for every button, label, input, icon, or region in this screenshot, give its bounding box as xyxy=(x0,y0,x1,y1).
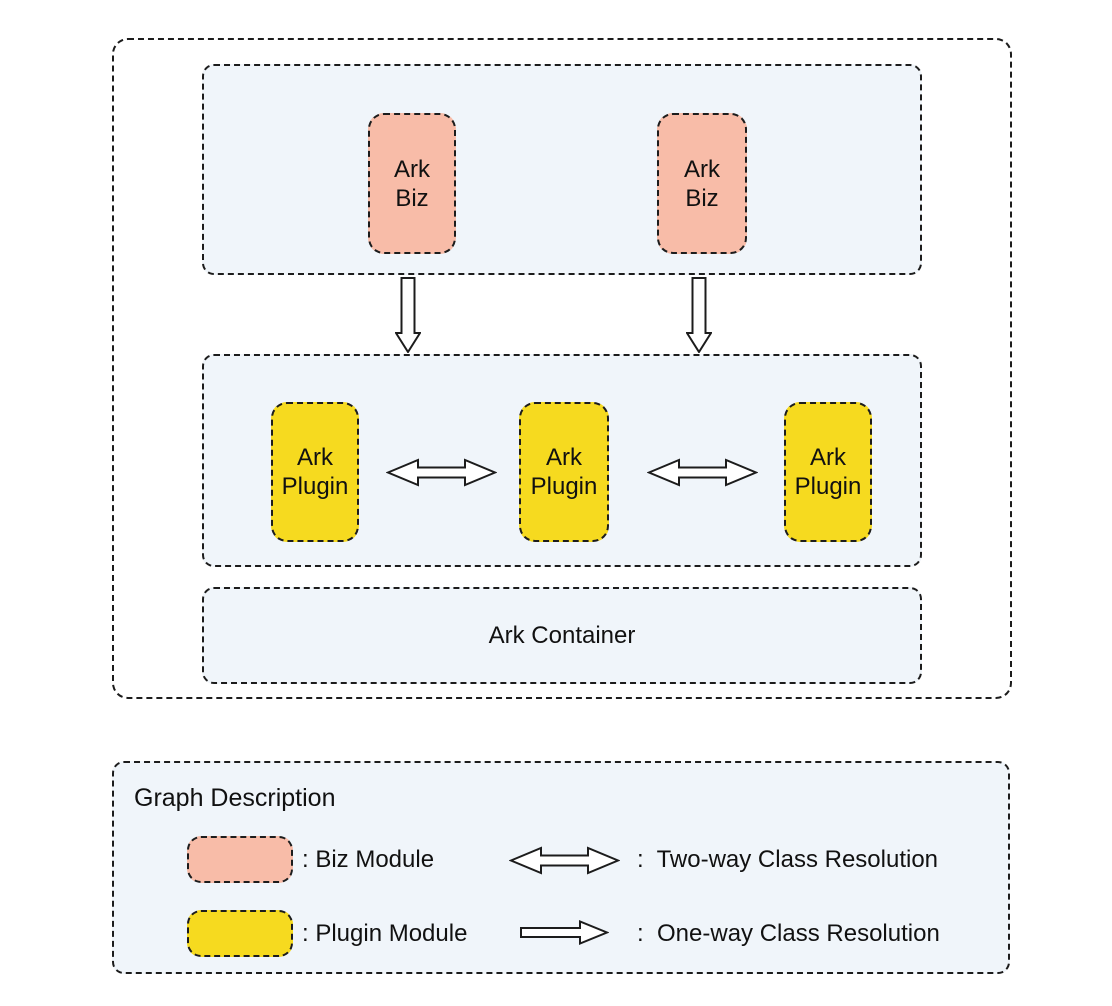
ark-outer-frame: Ark Biz Ark Biz Ark Plugin xyxy=(112,38,1012,699)
legend-panel: Graph Description : Biz Module : Plugin … xyxy=(112,761,1010,974)
ark-plugin-1-label-line1: Ark xyxy=(297,444,333,471)
plugin-module-swatch xyxy=(187,910,293,957)
ark-biz-1-label-line2: Biz xyxy=(395,184,429,212)
ark-biz-box-2: Ark Biz xyxy=(657,113,747,254)
biz-layer: Ark Biz Ark Biz xyxy=(202,64,922,275)
two-way-arrow-icon xyxy=(386,458,497,487)
ark-plugin-2-label-line1: Ark xyxy=(546,444,582,471)
two-way-arrow-icon xyxy=(647,458,758,487)
two-way-arrow-icon xyxy=(509,846,620,875)
ark-biz-1-label-line1: Ark xyxy=(394,155,430,183)
ark-plugin-3-label-line1: Ark xyxy=(810,444,846,471)
ark-biz-box-1: Ark Biz xyxy=(368,113,456,254)
ark-plugin-box-1: Ark Plugin xyxy=(271,402,359,542)
legend-title: Graph Description xyxy=(134,784,336,812)
one-way-arrow-icon xyxy=(520,920,609,945)
ark-container-layer: Ark Container xyxy=(202,587,922,684)
ark-plugin-2-label-line2: Plugin xyxy=(530,473,598,500)
two-way-resolution-label: : Two-way Class Resolution xyxy=(637,846,939,873)
biz-module-swatch xyxy=(187,836,293,883)
ark-plugin-1-label-line2: Plugin xyxy=(281,473,349,500)
ark-plugin-box-3: Ark Plugin xyxy=(784,402,872,542)
ark-biz-2-label-line1: Ark xyxy=(684,155,720,183)
plugin-module-label: : Plugin Module xyxy=(302,920,468,947)
ark-biz-2-label-line2: Biz xyxy=(685,184,719,212)
down-arrow-icon xyxy=(395,277,421,353)
down-arrow-icon xyxy=(686,277,712,353)
ark-container-label: Ark Container xyxy=(488,621,636,649)
ark-plugin-3-label-line2: Plugin xyxy=(794,473,862,500)
ark-plugin-box-2: Ark Plugin xyxy=(519,402,609,542)
plugin-layer: Ark Plugin Ark Plugin Ark Plugin xyxy=(202,354,922,567)
one-way-resolution-label: : One-way Class Resolution xyxy=(637,920,940,947)
biz-module-label: : Biz Module xyxy=(302,846,435,873)
